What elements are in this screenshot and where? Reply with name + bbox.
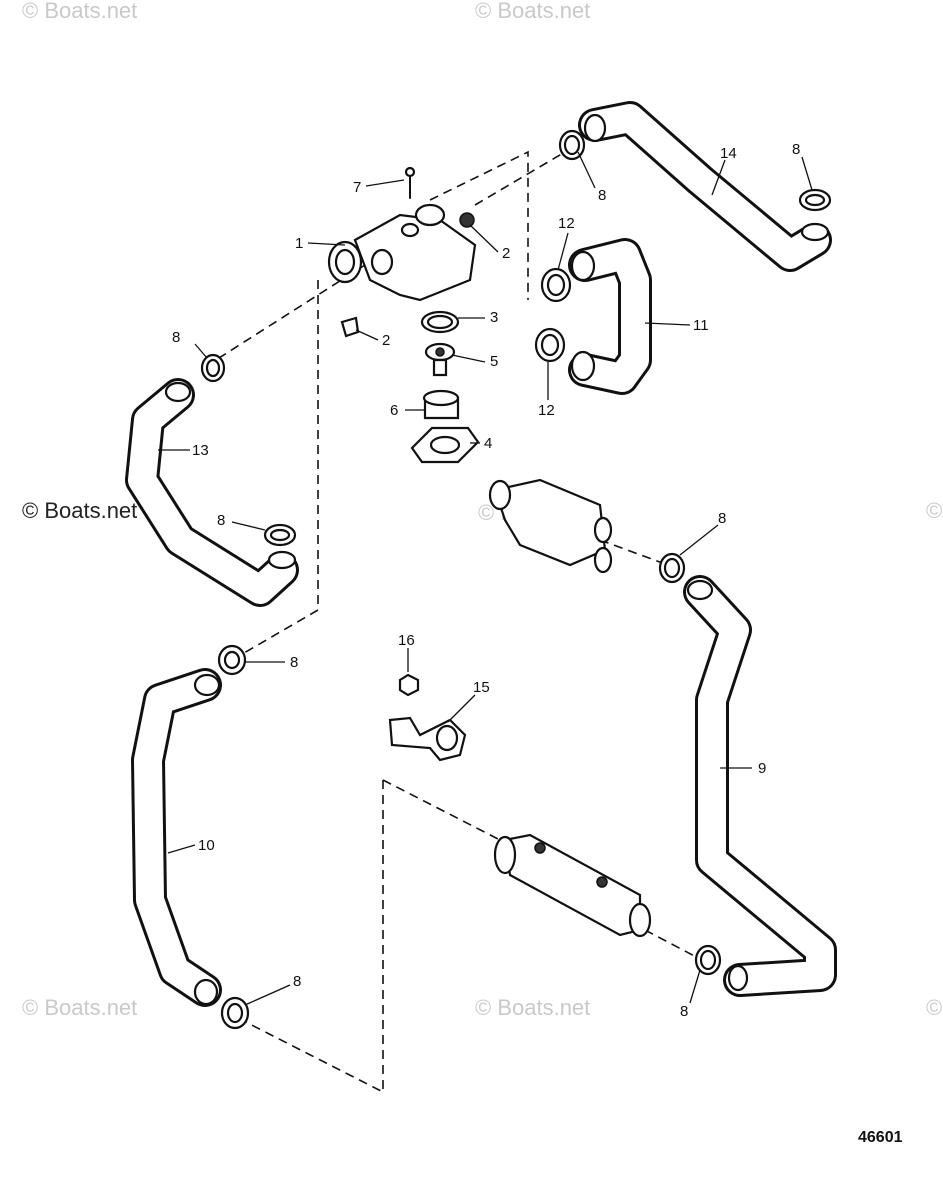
callout-12-lower: 12 xyxy=(538,402,555,419)
gasket-4 xyxy=(410,426,480,464)
watermark-top-left: © Boats.net xyxy=(22,0,137,23)
callout-8-left-upper: 8 xyxy=(172,329,180,346)
thermostat-5 xyxy=(424,342,456,377)
callout-8-left-lower: 8 xyxy=(217,512,225,529)
plug-2-upper xyxy=(459,212,475,228)
bracket-clamp-15 xyxy=(388,716,467,762)
leader-lines xyxy=(158,151,813,1006)
callout-11: 11 xyxy=(693,317,709,334)
callout-16: 16 xyxy=(398,632,415,649)
callout-7: 7 xyxy=(353,179,361,196)
gasket-3 xyxy=(420,310,460,334)
hose-13 xyxy=(125,378,299,607)
screw-7 xyxy=(404,166,416,199)
nut-16 xyxy=(398,673,420,697)
clamp-12-upper xyxy=(540,267,572,303)
callout-1: 1 xyxy=(295,235,303,252)
hose-clamp-8-left-bottom-upper xyxy=(217,644,247,676)
hose-clamp-8-right-bottom xyxy=(694,944,722,976)
heat-exchanger-fitting xyxy=(488,478,613,574)
callout-8-top: 8 xyxy=(598,187,606,204)
watermark-bottom-left: © Boats.net xyxy=(22,995,137,1020)
figure-number: 46601 xyxy=(858,1129,903,1146)
callout-5: 5 xyxy=(490,353,498,370)
hose-14 xyxy=(578,101,832,272)
hose-clamp-8-top-right xyxy=(798,188,832,212)
hose-clamp-8-right-mid xyxy=(658,552,686,584)
hose-clamp-8-left-bottom xyxy=(220,996,250,1030)
callout-8-right-bottom: 8 xyxy=(680,1003,688,1020)
hose-9 xyxy=(683,575,837,997)
callout-13: 13 xyxy=(192,442,209,459)
callout-4: 4 xyxy=(484,435,492,452)
watermark-right-edge-mid: © xyxy=(926,498,942,523)
thermostat-housing xyxy=(327,203,477,302)
callout-8-left-bottom: 8 xyxy=(293,973,301,990)
hose-clamp-8-left-lower xyxy=(263,523,297,547)
callout-10: 10 xyxy=(198,837,215,854)
hose-11 xyxy=(568,238,652,395)
oil-cooler xyxy=(493,833,652,938)
callout-2-upper: 2 xyxy=(502,245,510,262)
plug-2-lower xyxy=(340,316,360,338)
callout-8-top-right: 8 xyxy=(792,141,800,158)
callout-14: 14 xyxy=(720,145,737,162)
callout-3: 3 xyxy=(490,309,498,326)
callout-12-upper: 12 xyxy=(558,215,575,232)
callout-15: 15 xyxy=(473,679,490,696)
callout-8-left-bottom-upper: 8 xyxy=(290,654,298,671)
hose-clamp-8-left-upper xyxy=(200,353,226,383)
watermark-bottom-center: © Boats.net xyxy=(475,995,590,1020)
callout-6: 6 xyxy=(390,402,398,419)
watermark-middle-left: © Boats.net xyxy=(22,498,137,523)
hose-10 xyxy=(131,668,222,1007)
sleeve-6 xyxy=(422,389,460,420)
hose-clamp-8-top xyxy=(558,129,586,161)
watermark-top-center: © Boats.net xyxy=(475,0,590,23)
watermark-right-edge-bottom: © xyxy=(926,995,942,1020)
callout-9: 9 xyxy=(758,760,766,777)
callout-2-lower: 2 xyxy=(382,332,390,349)
clamp-12-lower xyxy=(534,327,566,363)
callout-8-right-mid: 8 xyxy=(718,510,726,527)
